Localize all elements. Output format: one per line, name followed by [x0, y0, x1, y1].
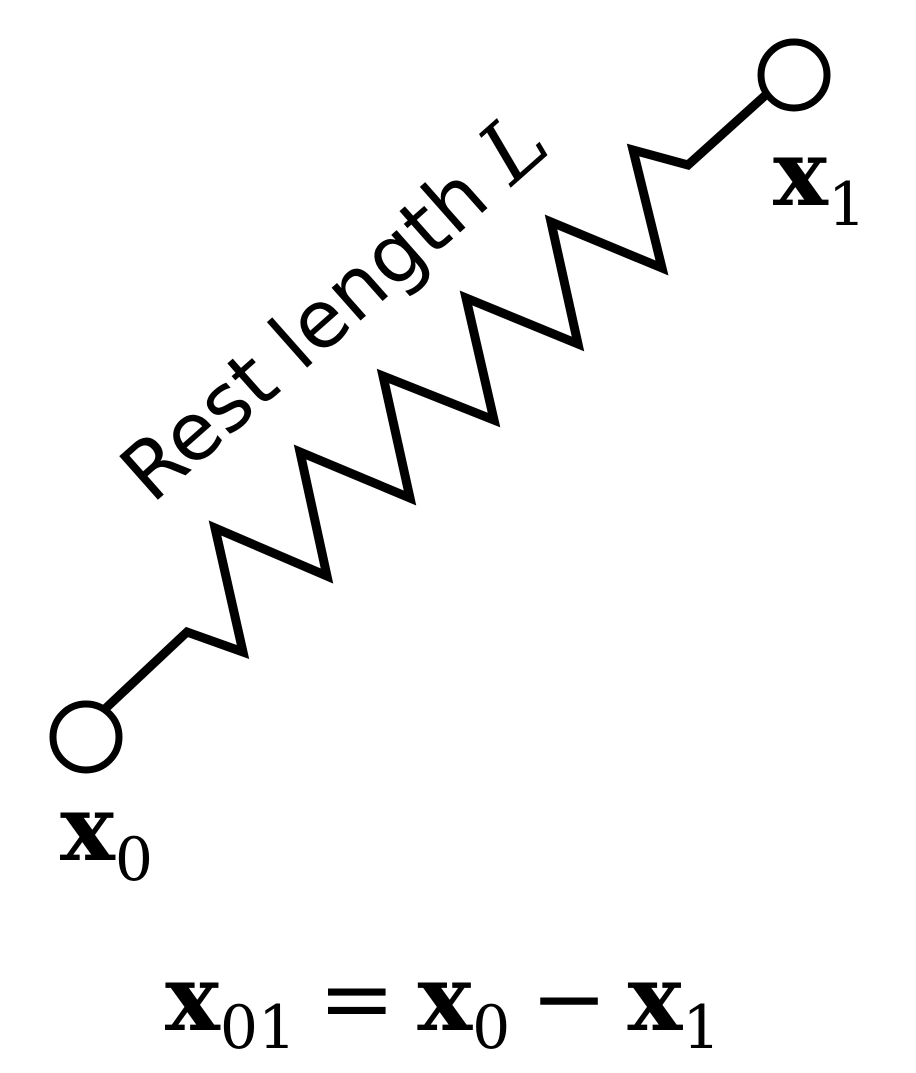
- node-x0: [49, 700, 123, 774]
- eq-equals: =: [318, 945, 395, 1052]
- label-x1: x1: [773, 119, 866, 240]
- eq-term1-subscript: 0: [472, 993, 510, 1063]
- eq-term2-symbol: x: [627, 944, 683, 1052]
- label-x1-subscript: 1: [828, 170, 866, 240]
- label-x0: x0: [60, 774, 153, 895]
- eq-minus: −: [530, 945, 607, 1052]
- label-x1-symbol: x: [773, 119, 829, 227]
- eq-lhs-symbol: x: [165, 944, 221, 1052]
- spring-coil: [101, 87, 774, 713]
- label-x0-symbol: x: [60, 774, 116, 882]
- eq-lhs-subscript: 01: [220, 993, 296, 1063]
- equation: x01=x0−x1: [165, 944, 721, 1063]
- rest-length-label: Rest length L: [100, 91, 566, 519]
- label-x0-subscript: 0: [115, 825, 153, 895]
- eq-term2-subscript: 1: [682, 993, 720, 1063]
- eq-term1-symbol: x: [417, 944, 473, 1052]
- node-x1: [757, 38, 831, 112]
